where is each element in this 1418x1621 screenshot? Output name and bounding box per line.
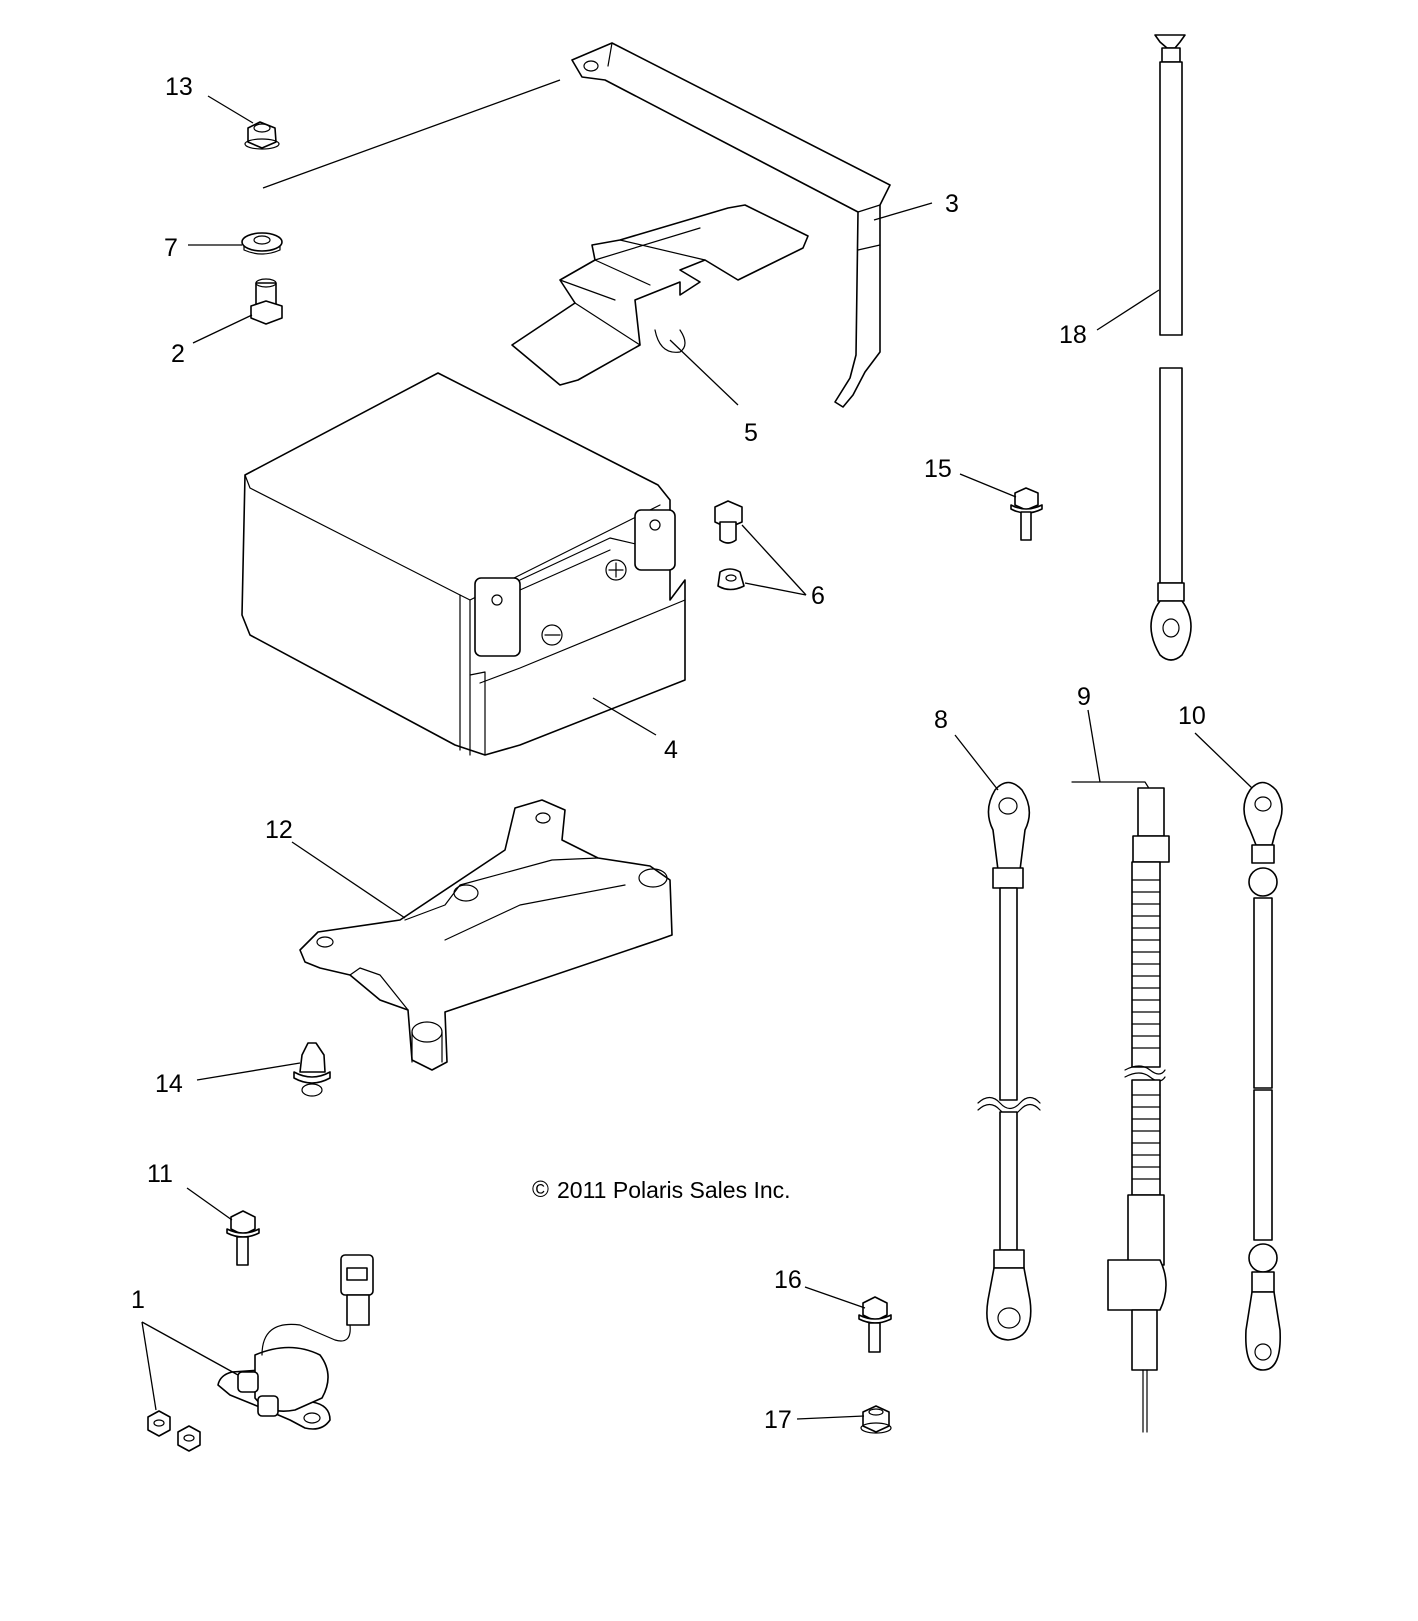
callout-11: 11: [147, 1160, 173, 1188]
nut-7: [241, 232, 283, 255]
callout-2: 2: [171, 340, 185, 368]
battery-pad: [511, 204, 809, 386]
callout-16: 16: [774, 1266, 802, 1294]
flange-nut-17: [860, 1405, 892, 1434]
callout-8: 8: [934, 706, 948, 734]
push-rivet-14: [293, 1042, 331, 1097]
battery-strap: [262, 42, 891, 408]
bolt-15: [1010, 487, 1043, 541]
callout-labels: 13 7 2 3 5 6 4 18 15 8 9 10 12 14 11 16 …: [131, 73, 1206, 1434]
battery-bracket: [299, 799, 673, 1071]
starter-solenoid: [147, 1254, 374, 1452]
callout-15: 15: [924, 455, 952, 483]
callout-4: 4: [664, 736, 678, 764]
cable-9: [1071, 781, 1170, 1433]
callout-10: 10: [1178, 702, 1206, 730]
battery: [241, 372, 686, 756]
callout-6: 6: [811, 582, 825, 610]
bolt-2: [250, 278, 283, 325]
callout-18: 18: [1059, 321, 1087, 349]
callout-7: 7: [164, 234, 178, 262]
cable-18: [1150, 34, 1192, 661]
terminal-nut-6: [717, 568, 745, 591]
callout-14: 14: [155, 1070, 183, 1098]
callout-9: 9: [1077, 683, 1091, 711]
cable-8: [977, 781, 1041, 1341]
flange-nut-13: [244, 121, 280, 150]
terminal-bolt-6: [714, 500, 743, 544]
cable-10: [1243, 781, 1283, 1371]
bolt-16: [858, 1296, 892, 1353]
callout-1: 1: [131, 1286, 145, 1314]
callout-17: 17: [764, 1406, 792, 1434]
leader-lines: [141, 95, 1253, 1420]
callout-13: 13: [165, 73, 193, 101]
bolt-11: [226, 1210, 260, 1266]
copyright-symbol: ©: [532, 1176, 549, 1202]
callout-12: 12: [265, 816, 293, 844]
copyright-text: 2011 Polaris Sales Inc.: [557, 1177, 791, 1203]
callout-5: 5: [744, 419, 758, 447]
callout-3: 3: [945, 190, 959, 218]
copyright-notice: © 2011 Polaris Sales Inc.: [532, 1176, 791, 1203]
